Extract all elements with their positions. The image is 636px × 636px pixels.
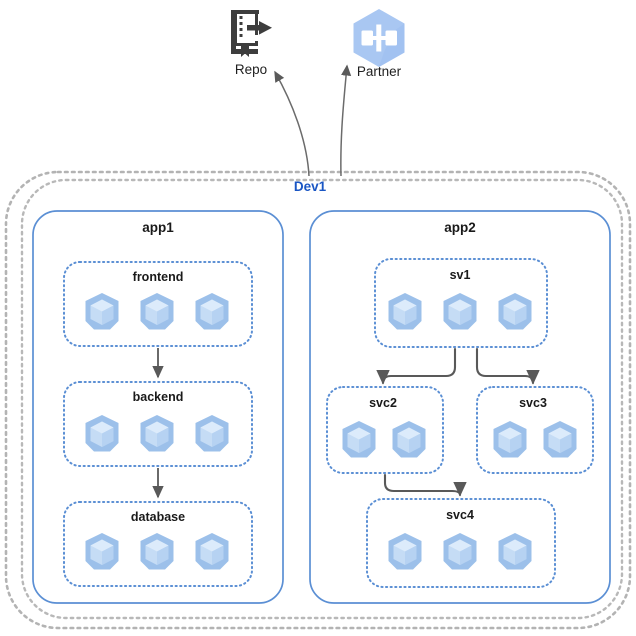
zone-dev1-outer-border: [4, 170, 632, 630]
pod-icon[interactable]: [392, 421, 426, 458]
pod-icon[interactable]: [85, 533, 119, 570]
pod-icon[interactable]: [498, 533, 532, 570]
external-node-label-partner: Partner: [356, 64, 402, 79]
pod-group: [85, 293, 577, 570]
connection-svc2-to-svc4: [383, 473, 467, 497]
pod-icon[interactable]: [498, 293, 532, 330]
pod-icon[interactable]: [140, 415, 174, 452]
pod-icon[interactable]: [443, 293, 477, 330]
pod-icon[interactable]: [195, 293, 229, 330]
pod-icon[interactable]: [388, 293, 422, 330]
partner-hexagon-icon[interactable]: [353, 9, 405, 67]
pod-icon[interactable]: [443, 533, 477, 570]
pod-icon[interactable]: [388, 533, 422, 570]
pod-icon[interactable]: [85, 293, 119, 330]
pod-icon[interactable]: [140, 293, 174, 330]
pod-icon[interactable]: [195, 415, 229, 452]
pod-icon[interactable]: [342, 421, 376, 458]
pod-icon[interactable]: [493, 421, 527, 458]
connection-dev1-to-partner: [340, 64, 352, 177]
repo-export-icon[interactable]: [231, 10, 272, 57]
pod-icon[interactable]: [543, 421, 577, 458]
connection-sv1-to-svc2: [376, 347, 457, 385]
zone-label-dev1: Dev1: [293, 179, 327, 194]
pod-icon[interactable]: [140, 533, 174, 570]
external-node-label-repo: Repo: [234, 62, 268, 77]
zone-dev1-boundary: [4, 170, 632, 630]
pod-icon[interactable]: [85, 415, 119, 452]
connection-sv1-to-svc3: [475, 347, 540, 385]
pod-icon[interactable]: [195, 533, 229, 570]
connection-dev1-to-repo: [274, 70, 310, 177]
zone-dev1-inner-border: [20, 178, 624, 620]
